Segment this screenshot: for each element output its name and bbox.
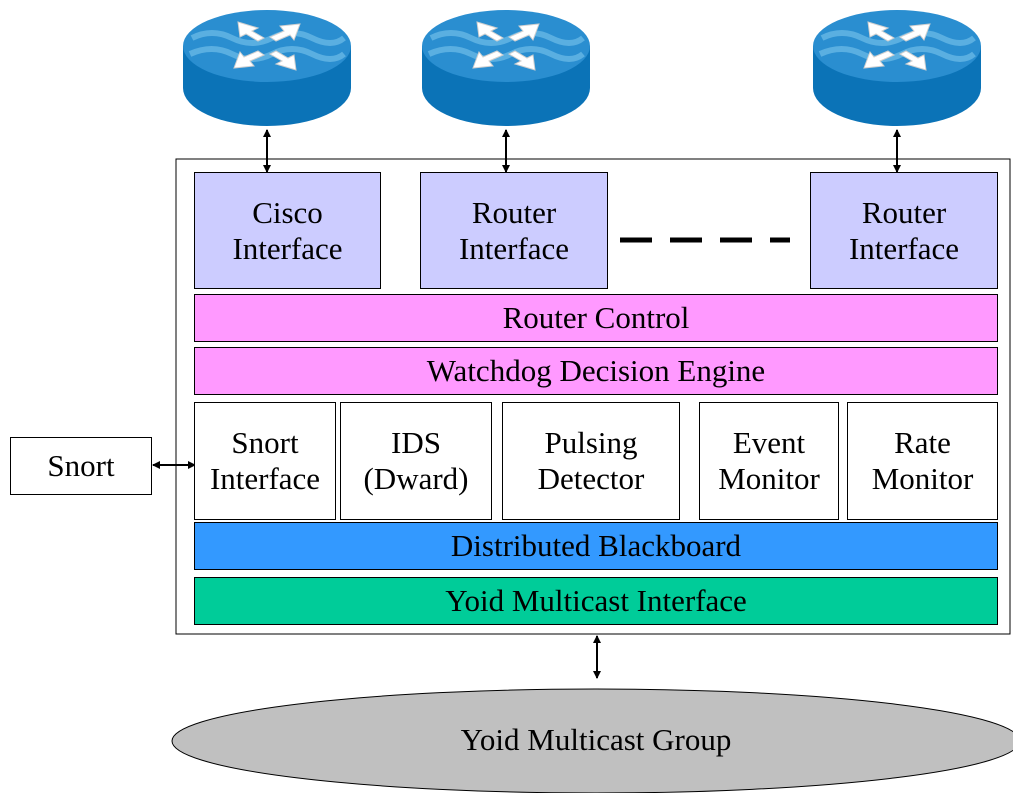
multicast-group-ellipse	[171, 688, 1013, 793]
snort-interface-box: Snort Interface	[194, 402, 336, 520]
decision-engine-bar: Watchdog Decision Engine	[194, 347, 998, 395]
pulsing-detector-box: Pulsing Detector	[502, 402, 680, 520]
ids-dward-box: IDS (Dward)	[340, 402, 492, 520]
router-interface-box-1: Router Interface	[420, 172, 608, 289]
multicast-interface-bar: Yoid Multicast Interface	[194, 577, 998, 625]
snort-box: Snort	[10, 437, 152, 495]
rate-monitor-box: Rate Monitor	[847, 402, 998, 520]
router-control-bar: Router Control	[194, 294, 998, 342]
distributed-blackboard-bar: Distributed Blackboard	[194, 522, 998, 570]
watchdog-frame	[175, 158, 1011, 635]
multicast-group-label: Yoid Multicast Group	[460, 722, 732, 757]
cisco-interface-box: Cisco Interface	[194, 172, 381, 289]
router-icon	[813, 10, 981, 126]
router-interface-box-2: Router Interface	[810, 172, 998, 289]
router-icon	[422, 10, 590, 126]
router-icon	[183, 10, 351, 126]
event-monitor-box: Event Monitor	[699, 402, 839, 520]
